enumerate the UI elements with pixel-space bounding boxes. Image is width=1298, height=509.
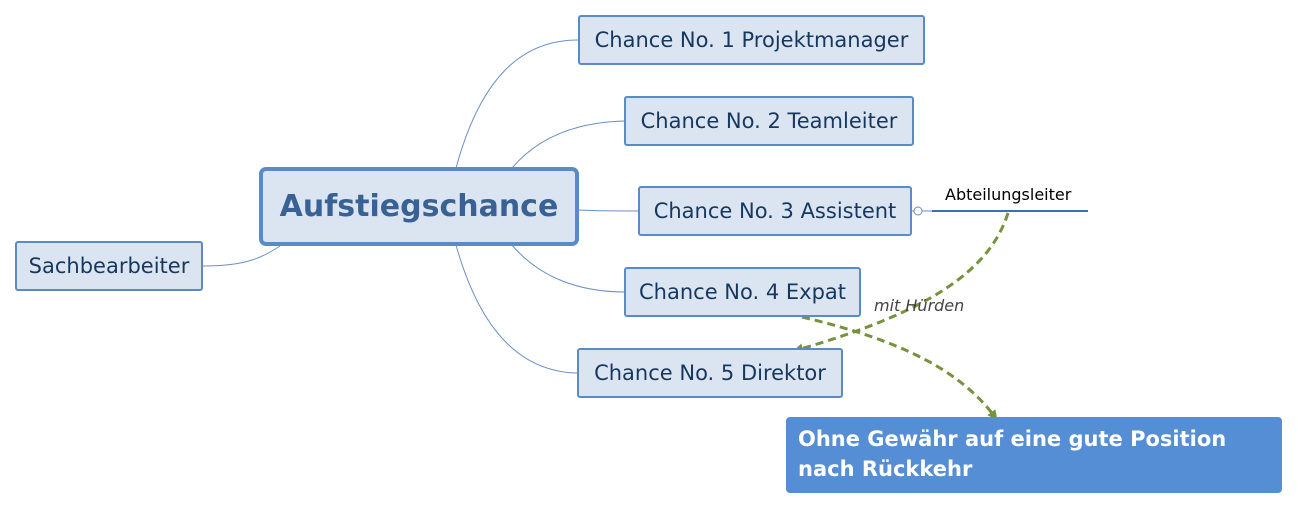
central-topic[interactable]: Aufstiegschance xyxy=(259,167,579,246)
branch-label: Chance No. 1 Projektmanager xyxy=(594,27,909,52)
connector-chance-3 xyxy=(577,209,640,212)
branch-chance-4[interactable]: Chance No. 4 Expat xyxy=(624,267,861,317)
branch-label: Chance No. 4 Expat xyxy=(639,279,846,304)
callout-label: Ohne Gewähr auf eine gute Position nach … xyxy=(798,427,1227,481)
callout-ohne-gewaehr[interactable]: Ohne Gewähr auf eine gute Position nach … xyxy=(786,417,1282,493)
topic-sachbearbeiter[interactable]: Sachbearbeiter xyxy=(15,241,203,291)
connector-sachbearbeiter xyxy=(202,245,281,267)
central-topic-label: Aufstiegschance xyxy=(279,188,559,224)
branch-chance-2[interactable]: Chance No. 2 Teamleiter xyxy=(624,96,914,146)
branch-chance-1[interactable]: Chance No. 1 Projektmanager xyxy=(578,15,925,65)
connector-chance-4 xyxy=(511,244,626,293)
relationship-label-text: mit Hürden xyxy=(874,296,965,315)
relationship-arrow-expat-callout xyxy=(801,315,998,421)
relationship-label: mit Hürden xyxy=(874,296,964,315)
topic-label: Sachbearbeiter xyxy=(28,253,190,278)
connector-chance-2 xyxy=(511,120,626,169)
branch-label: Chance No. 5 Direktor xyxy=(594,360,826,385)
branch-label: Chance No. 2 Teamleiter xyxy=(640,108,898,133)
subtopic-label: Abteilungsleiter xyxy=(945,185,1072,204)
branch-chance-3[interactable]: Chance No. 3 Assistent xyxy=(638,186,912,236)
connector-chance-1 xyxy=(455,39,579,169)
subtopic-abteilungsleiter[interactable]: Abteilungsleiter xyxy=(945,185,1071,204)
branch-chance-5[interactable]: Chance No. 5 Direktor xyxy=(577,348,843,398)
relationship-arrow-abteilungsleiter-direktor xyxy=(793,212,1010,354)
branch-label: Chance No. 3 Assistent xyxy=(653,198,897,223)
connector-chance-5 xyxy=(455,244,579,374)
collapse-toggle-icon[interactable] xyxy=(913,206,923,216)
